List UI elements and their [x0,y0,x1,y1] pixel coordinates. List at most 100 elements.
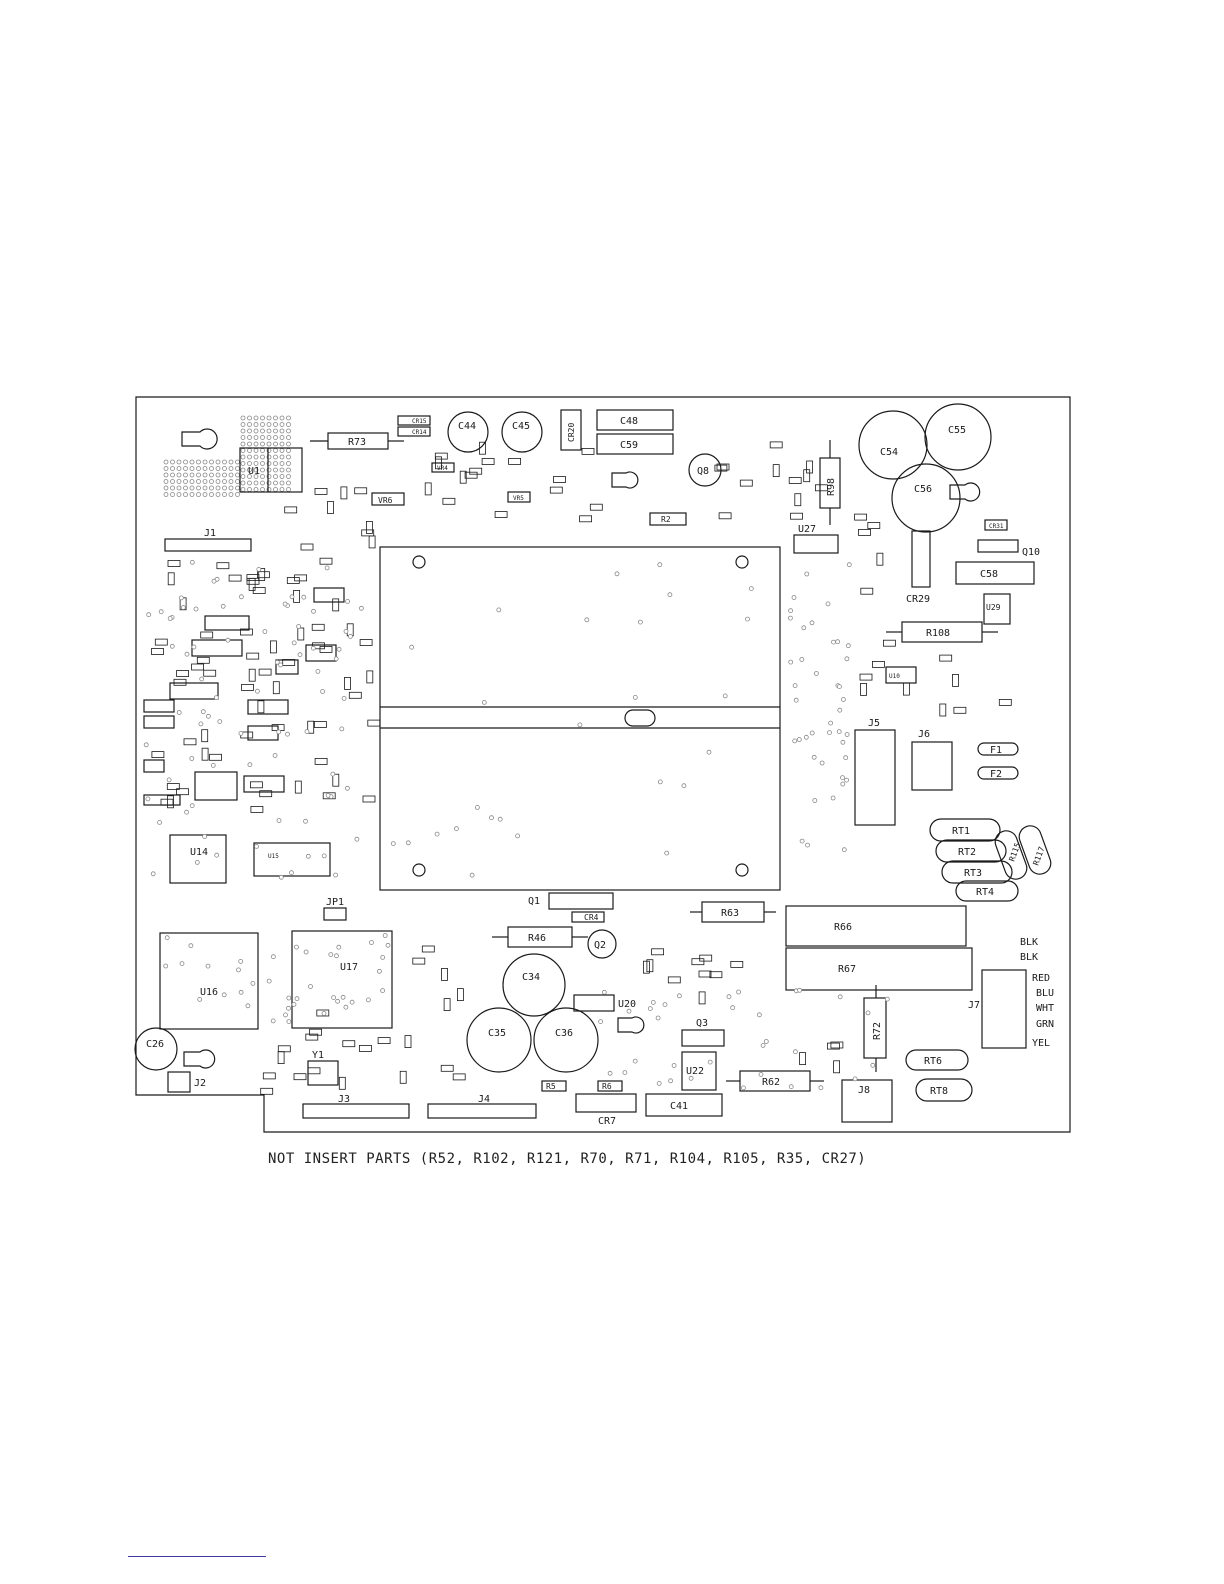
c58: C58 [955,561,1035,585]
svg-text:R6: R6 [602,1082,612,1091]
svg-text:U27: U27 [798,524,816,535]
svg-text:J4: J4 [478,1094,490,1105]
c48-c59: C48 C59 [596,409,674,455]
svg-text:U20: U20 [618,999,636,1010]
rt6: RT6 [905,1049,969,1071]
c55-capacitor: C55 [924,403,992,471]
svg-text:Q8: Q8 [697,466,709,477]
svg-text:CR15: CR15 [412,418,427,425]
svg-text:U14: U14 [190,847,208,858]
c41: C41 [645,1093,723,1117]
svg-text:R5: R5 [546,1082,556,1091]
svg-text:C35: C35 [488,1028,506,1039]
svg-text:R108: R108 [926,628,950,639]
svg-text:U17: U17 [340,962,358,973]
svg-text:J2: J2 [194,1078,206,1089]
svg-text:BLK: BLK [1020,952,1038,963]
svg-text:C58: C58 [980,569,998,580]
svg-text:RT8: RT8 [930,1086,948,1097]
svg-text:F1: F1 [990,745,1002,756]
rt8: RT8 [915,1078,973,1102]
f2-fuse: F2 [977,766,1019,780]
svg-text:R115: R115 [1007,841,1022,862]
rt2: RT2 [935,839,1007,863]
j5-connector: J5 [854,718,896,826]
svg-text:Y1: Y1 [312,1050,324,1061]
svg-text:CR4: CR4 [584,913,599,922]
svg-text:C48: C48 [620,416,638,427]
r117: R117 [1018,825,1052,875]
j1-connector: J1 [164,528,252,552]
u20: U20 [573,994,636,1012]
q10: Q10 [977,539,1040,558]
svg-text:VR6: VR6 [378,496,393,505]
c26: C26 [134,1027,178,1071]
svg-text:RT6: RT6 [924,1056,942,1067]
svg-text:C54: C54 [880,447,898,458]
u10: U10 [885,666,917,684]
r67: R67 [785,947,973,991]
c54-capacitor: C54 [858,410,928,480]
svg-text:BLK: BLK [1020,937,1038,948]
u22: U22 [681,1051,717,1091]
u14: U14 [169,834,227,884]
cr4: CR4 [571,911,605,923]
r66: R66 [785,905,967,947]
r62: R62 [726,1070,824,1092]
jp1: JP1 [323,897,347,921]
svg-text:GRN: GRN [1036,1019,1054,1030]
svg-text:C36: C36 [555,1028,573,1039]
smd-parts [143,441,1012,1095]
svg-text:C34: C34 [522,972,540,983]
r108: R108 [886,621,998,643]
svg-text:WHT: WHT [1036,1003,1054,1014]
svg-text:R2: R2 [661,515,671,524]
svg-text:CR29: CR29 [906,594,930,605]
svg-text:J1: J1 [204,528,216,539]
vr6: VR6 [371,492,405,506]
cr31: CR31 [984,519,1008,531]
j4: J4 [427,1094,537,1119]
svg-text:R98: R98 [826,478,837,496]
c36: C36 [533,1007,599,1073]
svg-text:R72: R72 [872,1022,883,1040]
svg-text:JP1: JP1 [326,897,344,908]
svg-text:CR20: CR20 [567,423,576,442]
board-outline [135,396,1071,1133]
rt1: RT1 [929,818,1001,842]
svg-text:R62: R62 [762,1077,780,1088]
q1: Q1 [528,892,614,910]
svg-text:CR7: CR7 [598,1116,616,1127]
rt3: RT3 [941,860,1013,884]
svg-text:Q10: Q10 [1022,547,1040,558]
svg-text:R63: R63 [721,908,739,919]
j3: J3 [302,1094,410,1119]
u27: U27 [793,524,839,554]
vr5: VR5 [507,491,531,503]
svg-text:C55: C55 [948,425,966,436]
scattered-vias [143,559,890,1091]
svg-text:CR14: CR14 [412,429,427,436]
cr7: CR7 [575,1093,637,1127]
svg-text:R117: R117 [1031,845,1046,866]
u1-regulator: U1 [239,447,303,493]
vr4: VR4 [431,462,455,473]
svg-text:U10: U10 [889,673,900,680]
svg-text:RT3: RT3 [964,868,982,879]
r73-resistor: R73 [310,432,404,450]
svg-text:Q1: Q1 [528,896,540,907]
c34: C34 [502,953,566,1017]
svg-text:R66: R66 [834,922,852,933]
footer-rule [128,1556,266,1557]
svg-text:R67: R67 [838,964,856,975]
svg-text:RED: RED [1032,973,1050,984]
label-r73: R73 [348,437,366,448]
wire-labels: BLK BLK RED BLU WHT GRN YEL [1020,937,1054,1049]
j6-connector: J6 [911,729,953,791]
svg-text:U29: U29 [986,603,1001,612]
svg-text:CR31: CR31 [989,523,1004,530]
r46: R46 [492,926,588,948]
svg-text:Q3: Q3 [696,1018,708,1029]
r98-resistor: R98 [819,440,841,525]
